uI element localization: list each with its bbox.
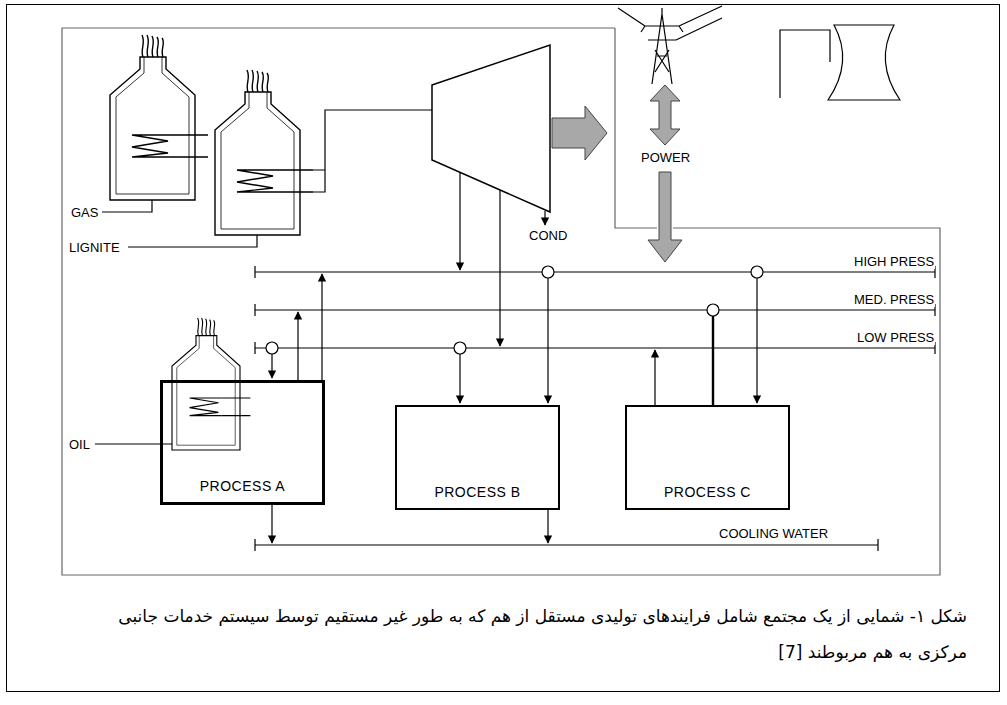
header-label: LOW PRESS	[856, 330, 935, 345]
fuel-label: GAS	[70, 205, 99, 220]
fuel-label: LIGNITE	[68, 240, 121, 255]
process-name: PROCESS C	[664, 484, 751, 508]
process-name: PROCESS A	[200, 478, 285, 502]
condenser-label: COND	[528, 228, 568, 243]
fuel-label: OIL	[68, 437, 91, 452]
process-name: PROCESS B	[434, 484, 520, 508]
figure-caption: شکل ۱- شمایی از یک مجتمع شامل فرایندهای …	[107, 598, 967, 670]
header-label: MED. PRESS	[853, 292, 935, 307]
header-label: COOLING WATER	[718, 526, 829, 541]
process-box: PROCESS B	[395, 405, 560, 510]
process-box: PROCESS C	[625, 405, 790, 510]
header-label: HIGH PRESS	[853, 254, 935, 269]
process-box: PROCESS A	[160, 380, 325, 505]
power-label: POWER	[640, 150, 691, 165]
